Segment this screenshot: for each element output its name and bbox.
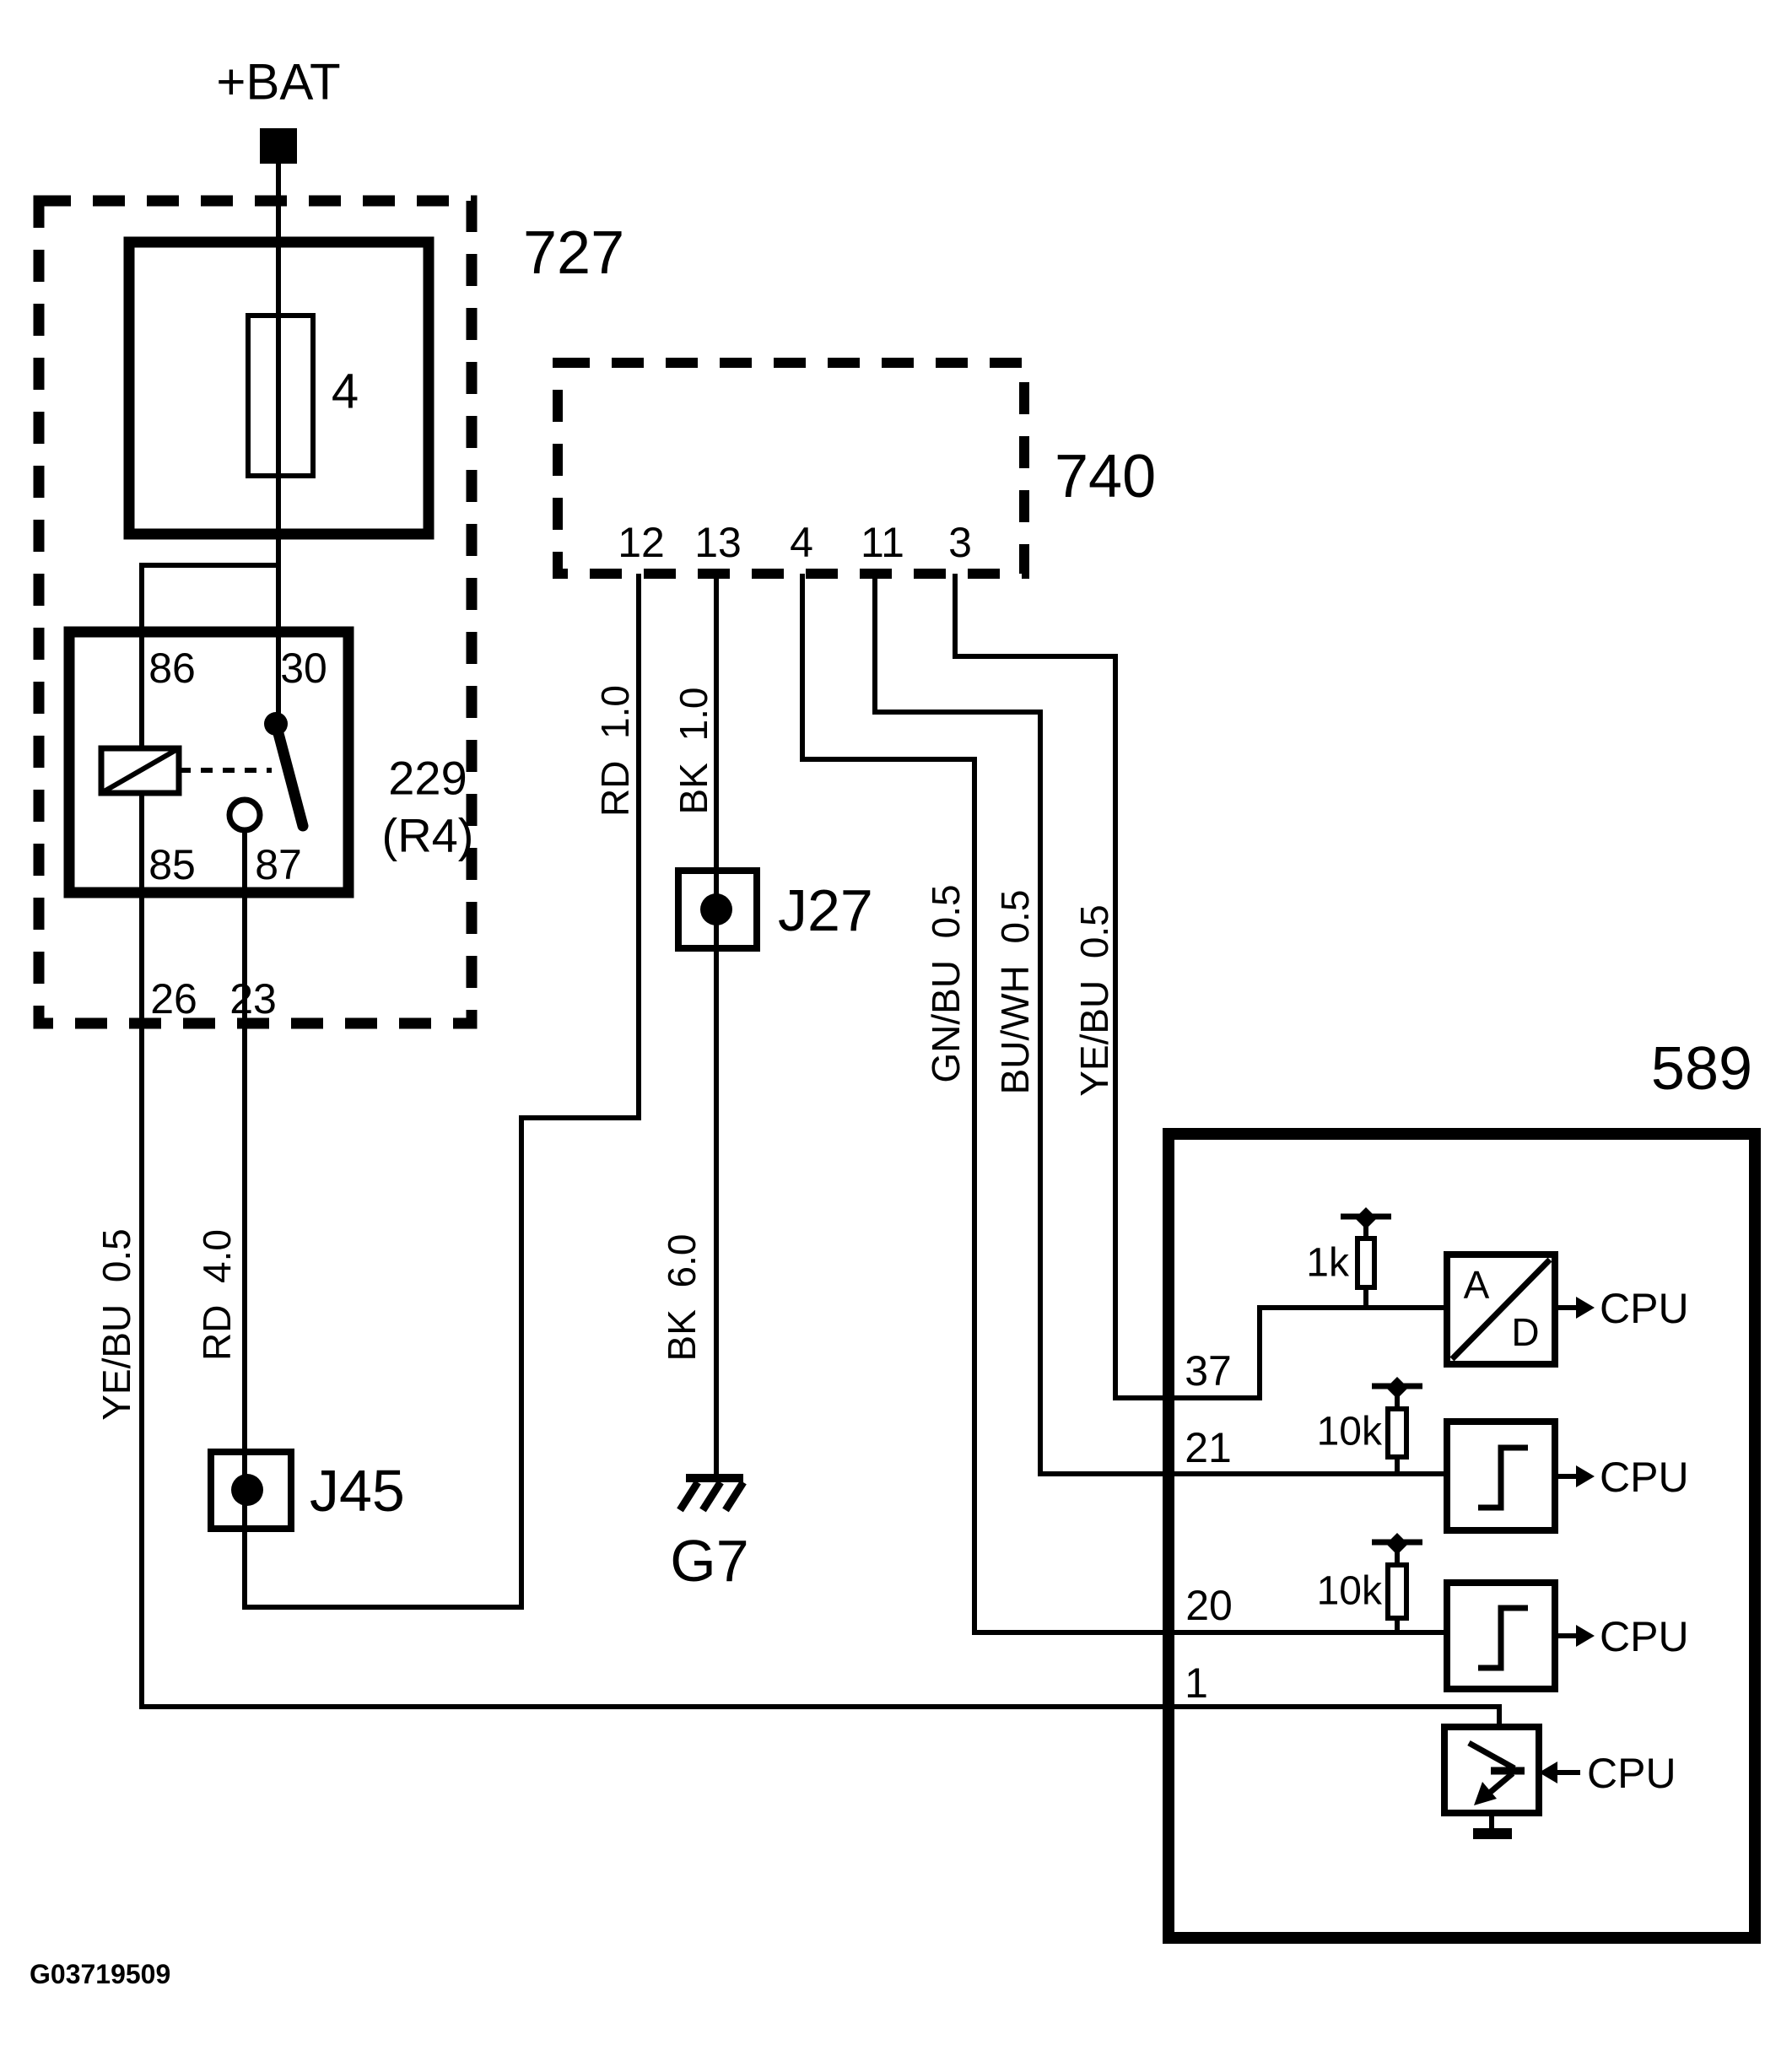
battery-terminal-square (260, 128, 297, 164)
box589-pin-21-label: 21 (1185, 1424, 1232, 1471)
wire-branch-pin86 (139, 563, 278, 751)
wire-gnbu (800, 574, 1447, 1635)
resistor-10k-upper-label: 10k (1317, 1410, 1383, 1454)
power-diamond-10k-upper (1386, 1377, 1408, 1399)
cpu-lower-label: CPU (1600, 1613, 1689, 1660)
relay-pin-86-label: 86 (148, 645, 196, 692)
g7-label: G7 (670, 1528, 748, 1594)
j45-splice-dot (231, 1474, 263, 1506)
ground-g7: G7 (670, 1474, 749, 1594)
relay-pin-30-label: 30 (280, 645, 327, 692)
box727-pin-26-label: 26 (150, 975, 197, 1022)
j27-splice-dot (700, 893, 732, 925)
wire-label-buwh-0.5: BU/WH 0.5 (993, 890, 1037, 1095)
resistor-1k-label: 1k (1306, 1241, 1350, 1286)
wire-label-yebu-0.5-right: YE/BU 0.5 (1072, 904, 1116, 1097)
ground-hatch-1 (677, 1480, 701, 1513)
power-diamond-1k (1355, 1207, 1377, 1229)
box589-pin-37-label: 37 (1185, 1347, 1232, 1395)
resistor-10k-upper (1385, 1406, 1409, 1460)
box-740-dashed-border (553, 358, 1029, 579)
box727-pin-23-label: 23 (229, 975, 277, 1022)
box740-pin-12-label: 12 (618, 519, 665, 566)
fuse-number-label: 4 (332, 364, 359, 419)
cpu-ad-label: CPU (1600, 1285, 1689, 1332)
wire-buwh (872, 574, 1447, 1476)
battery-feed: +BAT (216, 54, 341, 724)
ad-converter-d-label: D (1511, 1310, 1539, 1354)
fuse-holder-box (123, 236, 435, 540)
wire-rd (242, 574, 641, 1610)
relay-coil-diagonal (100, 746, 181, 796)
wire-label-bk-6.0: BK 6.0 (660, 1234, 704, 1362)
junction-j45: J45 (208, 1449, 405, 1532)
wire-label-gnbu-0.5: GN/BU 0.5 (924, 884, 968, 1082)
box-740-label: 740 (1055, 443, 1156, 510)
harness-wires: RD 1.0 BK 1.0 GN/BU 0.5 BU/WH 0.5 YE/BU … (94, 574, 1502, 1727)
channel-schmitt-lower: 10k CPU (1317, 1533, 1689, 1692)
fuse-element (246, 313, 316, 478)
relay-id-label: 229 (388, 752, 467, 805)
box740-pin-4-label: 4 (790, 519, 813, 566)
schmitt-upper-output-arrow (1576, 1465, 1595, 1487)
driver-input-arrow (1539, 1762, 1557, 1783)
relay-box (63, 626, 354, 898)
cpu-output-label: CPU (1587, 1750, 1676, 1797)
driver-transistor-arrow (1474, 1782, 1497, 1805)
relay-contact-87-circle (226, 796, 263, 834)
channel-ad: 1k A D CPU (1306, 1207, 1689, 1368)
wire-yebu-left (139, 793, 1502, 1727)
channel-output-driver: CPU (1441, 1724, 1676, 1839)
box-727: 727 4 86 30 85 87 229 (R4) 26 23 (33, 195, 624, 1029)
box-727-dashed-border (33, 195, 478, 1029)
box589-pin-20-label: 20 (1185, 1582, 1233, 1629)
wire-label-yebu-0.5-left: YE/BU 0.5 (94, 1228, 138, 1421)
driver-transistor-emitter (1484, 1771, 1515, 1798)
box740-pin-11-label: 11 (861, 519, 904, 566)
document-id: G03719509 (30, 1959, 170, 1989)
resistor-10k-lower (1385, 1562, 1409, 1621)
resistor-1k (1355, 1236, 1377, 1290)
box740-pin-13-label: 13 (694, 519, 742, 566)
relay-pin-87-label: 87 (255, 841, 302, 888)
schmitt-lower-step-glyph (1478, 1605, 1528, 1671)
box-589: 589 37 21 20 1 1k A D CPU 10k (1163, 1035, 1761, 1944)
wire-yebu-right (953, 574, 1447, 1400)
wire-label-rd-1.0: RD 1.0 (593, 685, 637, 817)
junction-j27: J27 (675, 867, 873, 952)
ad-converter-a-label: A (1464, 1263, 1490, 1307)
battery-label: +BAT (216, 54, 340, 111)
ad-converter-diagonal (1449, 1257, 1552, 1362)
ad-output-arrow (1576, 1297, 1595, 1319)
wire-label-bk-1.0: BK 1.0 (672, 688, 715, 815)
j27-box (675, 867, 760, 952)
box589-pin-1-label: 1 (1185, 1659, 1208, 1707)
box-740: 740 12 13 4 11 3 (553, 358, 1156, 579)
ground-hatch-3 (722, 1480, 747, 1513)
ground-hatch-2 (699, 1480, 724, 1513)
relay-pin-85-label: 85 (148, 841, 196, 888)
schmitt-upper-step-glyph (1478, 1444, 1528, 1511)
j27-label: J27 (778, 877, 873, 943)
box-589-border (1163, 1128, 1761, 1944)
box-727-label: 727 (523, 219, 624, 287)
resistor-10k-lower-label: 10k (1317, 1569, 1383, 1614)
box740-pin-3-label: 3 (948, 519, 972, 566)
channel-schmitt-upper: 10k CPU (1317, 1377, 1689, 1534)
cpu-upper-label: CPU (1600, 1454, 1689, 1501)
power-diamond-10k-lower (1386, 1533, 1408, 1555)
driver-transistor-collector (1467, 1740, 1516, 1772)
j45-box (208, 1449, 294, 1532)
relay-switch-lever (270, 718, 309, 832)
wire-label-rd-4.0: RD 4.0 (195, 1229, 239, 1361)
driver-ground-bar (1473, 1828, 1512, 1839)
j45-label: J45 (310, 1458, 405, 1524)
relay-name-label: (R4) (382, 809, 474, 862)
schmitt-lower-output-arrow (1576, 1625, 1595, 1647)
box-589-label: 589 (1651, 1035, 1752, 1103)
